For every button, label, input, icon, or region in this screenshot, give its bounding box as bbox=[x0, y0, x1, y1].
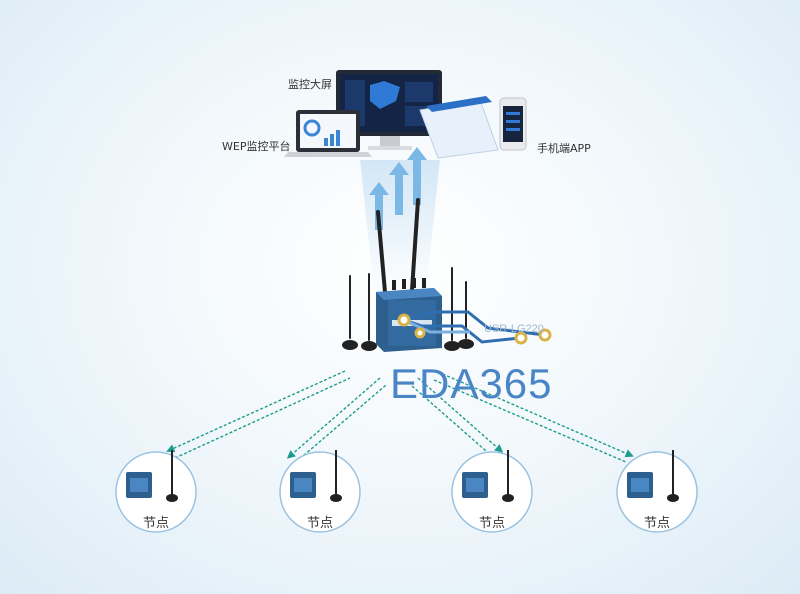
antenna-base bbox=[444, 341, 460, 351]
uplink-arrow-icon bbox=[407, 147, 427, 205]
node-group bbox=[115, 450, 698, 533]
gateway-antennas bbox=[349, 198, 467, 341]
node-antenna-base bbox=[502, 494, 514, 502]
antenna-base bbox=[361, 341, 377, 351]
node-antenna-base bbox=[330, 494, 342, 502]
node-3 bbox=[451, 450, 533, 533]
web-platform-label: WEP监控平台 bbox=[222, 140, 291, 153]
node-device-face bbox=[631, 478, 649, 492]
node-2 bbox=[279, 450, 361, 533]
node-device-face bbox=[294, 478, 312, 492]
node-label: 节点 bbox=[142, 516, 169, 531]
laptop bbox=[284, 110, 372, 157]
node-links bbox=[166, 370, 634, 463]
node-antenna-base bbox=[667, 494, 679, 502]
watermark-text: EDA365 bbox=[390, 360, 553, 407]
antenna-base bbox=[342, 340, 358, 350]
dashboard-panels bbox=[419, 96, 499, 159]
circuit-trace bbox=[403, 310, 546, 344]
uplink-arrows bbox=[369, 147, 427, 230]
antenna-base bbox=[458, 339, 474, 349]
mobile-app-label: 手机端APP bbox=[537, 142, 591, 155]
phone bbox=[499, 97, 527, 151]
node-label: 节点 bbox=[478, 516, 505, 531]
big-screen-label: 监控大屏 bbox=[288, 78, 332, 91]
node-device-face bbox=[466, 478, 484, 492]
uplink-arrow-icon bbox=[389, 162, 409, 215]
node-4 bbox=[616, 450, 698, 533]
node-label: 节点 bbox=[306, 516, 333, 531]
uplink-arrow-icon bbox=[369, 182, 389, 230]
circuit-pads bbox=[397, 313, 552, 345]
node-device-face bbox=[130, 478, 148, 492]
node-label: 节点 bbox=[643, 516, 670, 531]
gateway-model-label: USR-LG220 bbox=[484, 323, 544, 335]
node-antenna-base bbox=[166, 494, 178, 502]
node-1 bbox=[115, 450, 197, 533]
